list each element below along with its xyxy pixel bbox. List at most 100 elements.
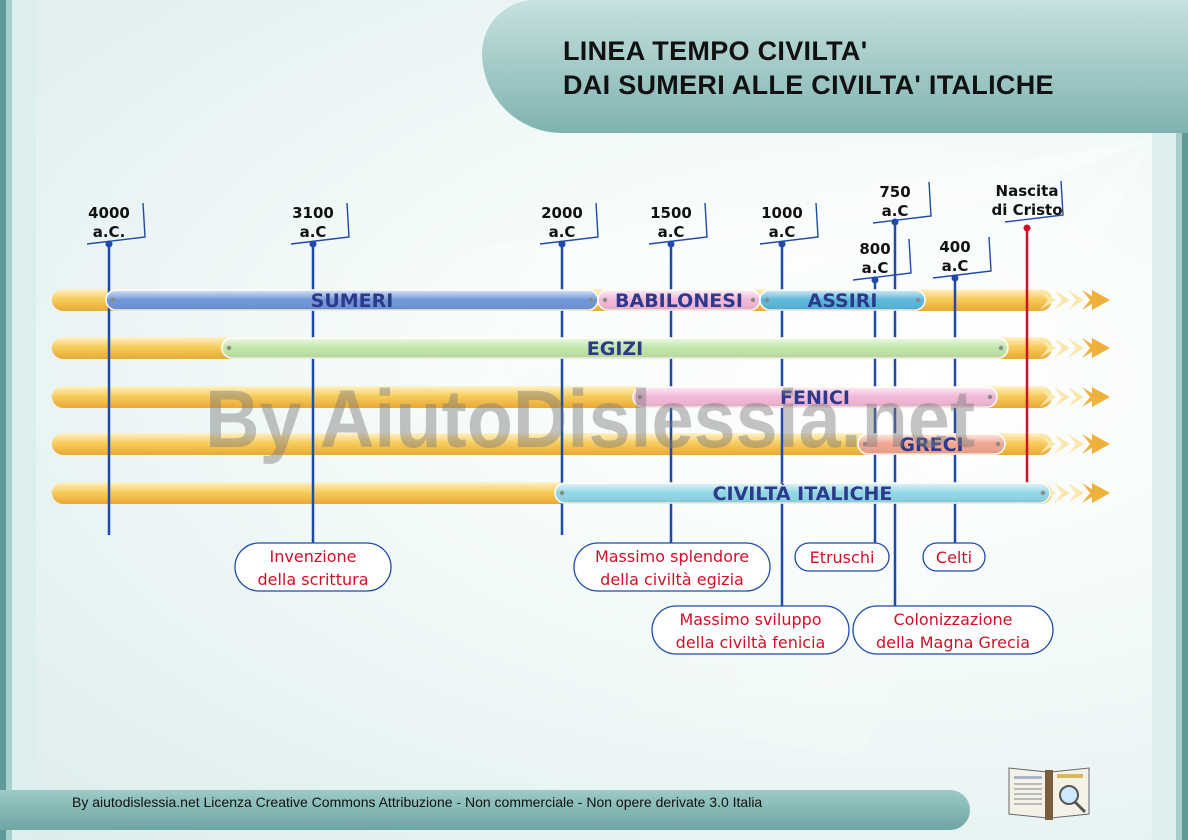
- bar-rivet-icon: [637, 394, 643, 400]
- event-text-line2: della scrittura: [257, 570, 368, 589]
- bar-rivet-icon: [559, 490, 565, 496]
- arrow-chevron-icon: [1068, 290, 1084, 310]
- tick-bracket-2000: [539, 202, 599, 245]
- tick-bracket-400: [932, 236, 992, 279]
- arrow-chevron-icon: [1054, 290, 1070, 310]
- arrow-chevron-icon: [1068, 338, 1084, 358]
- event-text-line1: Celti: [936, 548, 972, 567]
- tick-label-400-line1: 400: [939, 238, 970, 256]
- civilization-bar-gloss: [633, 387, 997, 407]
- arrow-chevron-icon: [1054, 434, 1070, 454]
- tick-label-800-line2: a.C: [862, 259, 889, 277]
- civilization-bar-gloss: [222, 338, 1008, 358]
- title-banner: [482, 0, 1188, 133]
- tick-label-400-line2: a.C: [942, 257, 969, 275]
- arrow-chevron-icon: [1082, 483, 1098, 503]
- event-callout: [794, 542, 890, 572]
- civilization-label: SUMERI: [311, 290, 394, 312]
- tick-bracket-1500: [648, 202, 708, 245]
- civilization-label: BABILONESI: [615, 290, 743, 312]
- arrow-chevron-icon: [1040, 434, 1056, 454]
- tick-label-cristo-line1: Nascita: [996, 182, 1059, 200]
- book-logo-icon: [1008, 767, 1090, 820]
- tick-dot-cristo: [1023, 224, 1031, 232]
- tick-label-800-line1: 800: [859, 240, 890, 258]
- tick-label-3100-line2: a.C: [300, 223, 327, 241]
- civilization-bar-gloss: [555, 483, 1050, 503]
- event-callout: [852, 605, 1054, 655]
- event-callout: [651, 605, 850, 655]
- tick-bracket-cristo: [1004, 180, 1064, 223]
- title-line-1: LINEA TEMPO CIVILTA': [563, 36, 868, 66]
- civilization-label: EGIZI: [587, 338, 644, 360]
- tick-bracket-3100: [290, 202, 350, 245]
- civilization-label: ASSIRI: [808, 290, 878, 312]
- arrow-chevron-icon: [1040, 387, 1056, 407]
- tick-label-750-line2: a.C: [882, 202, 909, 220]
- tick-label-2000-line2: a.C: [549, 223, 576, 241]
- tick-bracket-750: [872, 181, 932, 224]
- tick-label-4000-line2: a.C.: [93, 223, 126, 241]
- event-callout: [573, 542, 771, 592]
- tick-label-750-line1: 750: [879, 183, 910, 201]
- civilization-bar-gloss: [106, 290, 598, 310]
- arrow-chevron-icon: [1082, 387, 1098, 407]
- right-frame-bar: [1152, 130, 1188, 840]
- light-beam: [150, 140, 1150, 520]
- arrow-chevron-icon: [1054, 387, 1070, 407]
- civilization-bar-gloss: [760, 290, 925, 310]
- arrow-head-icon: [1092, 434, 1110, 454]
- watermark-text: By AiutoDislessia.net: [205, 374, 975, 465]
- tick-bracket-4000: [86, 202, 146, 245]
- bar-rivet-icon: [915, 297, 921, 303]
- tick-label-3100-line1: 3100: [292, 204, 334, 222]
- civilization-label: CIVILTÀ ITALICHE: [713, 482, 893, 505]
- tick-bracket-1000: [759, 202, 819, 245]
- arrow-chevron-icon: [1054, 483, 1070, 503]
- arrow-chevron-icon: [1068, 483, 1084, 503]
- arrow-head-icon: [1092, 387, 1110, 407]
- tick-bracket-800: [852, 238, 912, 281]
- tick-label-1500-line1: 1500: [650, 204, 692, 222]
- footer-bar: [0, 790, 970, 830]
- event-text-line1: Colonizzazione: [894, 610, 1013, 629]
- arrow-chevron-icon: [1068, 387, 1084, 407]
- bar-rivet-icon: [995, 441, 1001, 447]
- title-line-2: DAI SUMERI ALLE CIVILTA' ITALICHE: [563, 70, 1054, 100]
- tick-label-1000-line2: a.C: [769, 223, 796, 241]
- event-text-line1: Invenzione: [270, 547, 357, 566]
- arrow-chevron-icon: [1082, 338, 1098, 358]
- tick-label-4000-line1: 4000: [88, 204, 130, 222]
- event-text-line1: Massimo splendore: [595, 547, 749, 566]
- bar-rivet-icon: [110, 297, 116, 303]
- bar-rivet-icon: [764, 297, 770, 303]
- bar-rivet-icon: [998, 345, 1004, 351]
- bar-rivet-icon: [1040, 490, 1046, 496]
- event-text-line2: della civiltà egizia: [600, 570, 744, 589]
- civilization-label: GRECI: [899, 434, 963, 456]
- event-text-line1: Massimo sviluppo: [679, 610, 821, 629]
- tick-label-1500-line2: a.C: [658, 223, 685, 241]
- event-callout: [922, 542, 986, 572]
- civilization-bar-gloss: [858, 434, 1005, 454]
- bar-rivet-icon: [226, 345, 232, 351]
- arrow-chevron-icon: [1082, 434, 1098, 454]
- left-frame-bar: [0, 0, 36, 840]
- arrow-chevron-icon: [1082, 290, 1098, 310]
- tick-label-2000-line1: 2000: [541, 204, 583, 222]
- arrow-head-icon: [1092, 483, 1110, 503]
- bar-rivet-icon: [750, 297, 756, 303]
- bar-rivet-icon: [602, 297, 608, 303]
- event-text-line1: Etruschi: [810, 548, 875, 567]
- civilization-label: FENICI: [780, 387, 850, 409]
- license-text[interactable]: By aiutodislessia.net Licenza Creative C…: [72, 794, 763, 810]
- bar-rivet-icon: [862, 441, 868, 447]
- arrow-chevron-icon: [1040, 290, 1056, 310]
- event-callout: [234, 542, 392, 592]
- timeline-band: [52, 433, 1052, 455]
- arrow-chevron-icon: [1040, 338, 1056, 358]
- civilization-bar-gloss: [598, 290, 760, 310]
- arrow-head-icon: [1092, 290, 1110, 310]
